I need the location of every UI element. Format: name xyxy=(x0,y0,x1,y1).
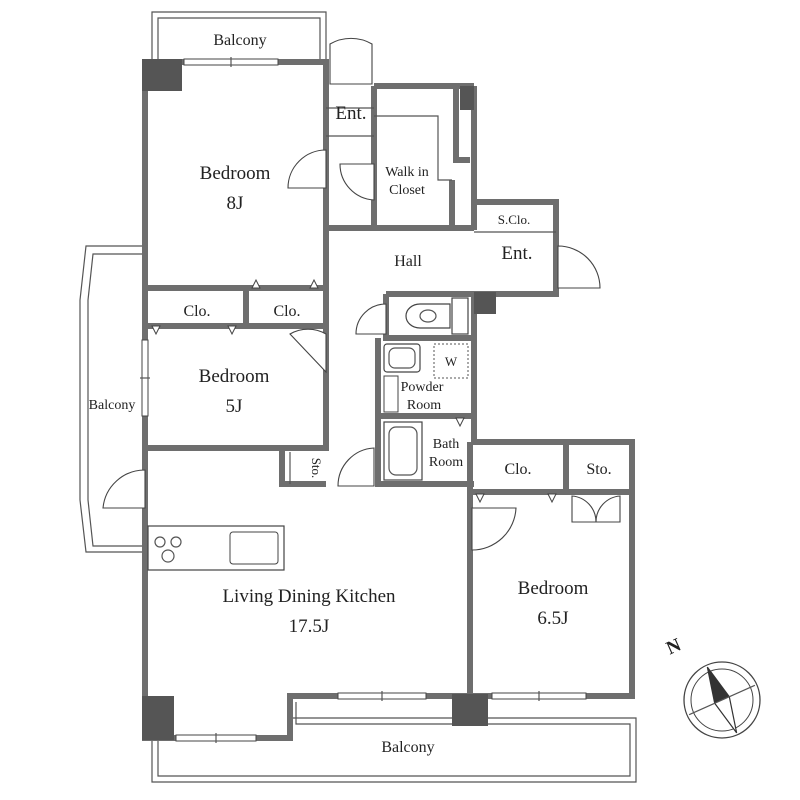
toilet-icon xyxy=(405,297,469,335)
stove-icon xyxy=(154,536,182,563)
closet-b-label: Clo. xyxy=(273,303,300,320)
balcony-top-label: Balcony xyxy=(213,32,266,49)
pillar xyxy=(460,86,474,110)
walk-in-closet-door[interactable] xyxy=(339,163,375,201)
balcony-bottom-label: Balcony xyxy=(381,739,434,756)
doors[interactable] xyxy=(102,37,621,551)
balcony-left-label: Balcony xyxy=(89,398,136,413)
bathtub-icon xyxy=(383,421,423,481)
bath-room-label: Room xyxy=(429,455,463,470)
washer-label: W xyxy=(445,354,458,369)
pillar xyxy=(142,696,174,740)
pillar xyxy=(142,59,182,91)
compass-north-label: N xyxy=(663,634,684,659)
balcony-left-outline xyxy=(79,245,142,553)
balcony-top-outline xyxy=(151,11,327,62)
ldk-label: Living Dining Kitchen xyxy=(222,586,396,607)
ldk-size: 17.5J xyxy=(289,616,330,637)
closet-c-label: Clo. xyxy=(504,461,531,478)
storage-closet-label: S.Clo. xyxy=(498,212,531,227)
kitchen-counter xyxy=(147,525,285,571)
thin-partitions xyxy=(289,107,452,484)
walk-in-closet-label: Closet xyxy=(389,183,425,198)
storage-small-label: Sto. xyxy=(309,458,324,479)
bedroom-5j-size: 5J xyxy=(226,396,243,417)
storage-c-label: Sto. xyxy=(586,461,611,478)
bedroom-8j-door[interactable] xyxy=(287,149,327,189)
entrance-label: Ent. xyxy=(335,103,366,124)
hall-label: Hall xyxy=(394,253,422,270)
storage-door-right[interactable] xyxy=(595,495,621,523)
walk-in-closet-label: Walk in xyxy=(385,165,429,180)
washbasin-icon xyxy=(383,343,421,413)
washer-space xyxy=(433,343,469,379)
side-entrance-label: Ent. xyxy=(501,243,532,264)
closet-door-marks xyxy=(151,278,557,504)
powder-room-label: Room xyxy=(407,398,441,413)
toilet-door[interactable] xyxy=(355,303,387,335)
closet-a-label: Clo. xyxy=(183,303,210,320)
bedroom-6-5j-door[interactable] xyxy=(471,507,517,551)
bedroom-6-5j-size: 6.5J xyxy=(537,608,568,629)
bedroom-5j-door[interactable] xyxy=(289,328,327,374)
bedroom-5j-label: Bedroom xyxy=(199,366,270,387)
windows xyxy=(140,57,587,743)
balcony-left-door[interactable] xyxy=(102,469,146,509)
interior-walls xyxy=(145,84,632,696)
storage-door-left[interactable] xyxy=(571,495,597,523)
compass-icon: N xyxy=(663,634,761,739)
entrance-door[interactable] xyxy=(329,37,373,85)
side-entrance-door[interactable] xyxy=(557,245,601,289)
bedroom-8j-size: 8J xyxy=(227,193,244,214)
powder-room-door[interactable] xyxy=(337,447,375,487)
bedroom-6-5j-label: Bedroom xyxy=(518,578,589,599)
pillar xyxy=(452,694,488,726)
bedroom-8j-label: Bedroom xyxy=(200,163,271,184)
bath-room-label: Bath xyxy=(433,437,459,452)
pillar xyxy=(474,292,496,314)
powder-room-label: Powder xyxy=(401,380,444,395)
